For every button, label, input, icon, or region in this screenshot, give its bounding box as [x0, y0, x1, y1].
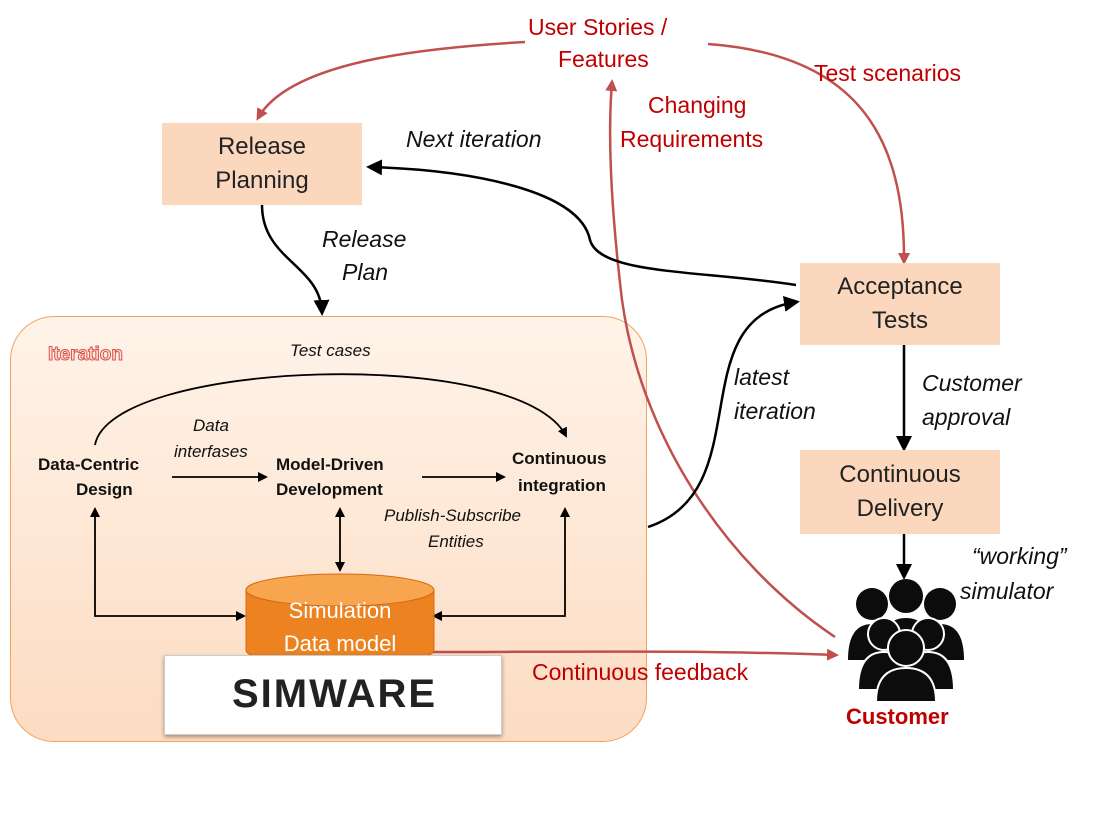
simulation-label-line1: Simulation — [288, 598, 392, 623]
pubsub-label-line1: Publish-Subscribe — [384, 506, 522, 525]
continuous-delivery-line2: Delivery — [856, 495, 944, 522]
arrow-stories-to-release-planning — [256, 40, 526, 121]
customer-group-icon — [848, 579, 964, 703]
arrow-ci-to-sim — [432, 507, 570, 621]
data-centric-design-line2: Design — [76, 480, 133, 499]
next-iteration-label: Next iteration — [406, 126, 542, 152]
model-driven-line1: Model-Driven — [276, 455, 384, 474]
simware-logo-text: SIMWARE — [232, 672, 438, 716]
arrow-customer-to-stories — [605, 79, 836, 639]
model-driven-line2: Development — [276, 480, 383, 499]
continuous-delivery-line1: Continuous — [839, 461, 961, 488]
arrow-release-plan — [260, 204, 330, 316]
continuous-integration-line2: integration — [518, 476, 606, 495]
continuous-integration-line1: Continuous — [512, 449, 607, 468]
simware-logo-plate — [164, 655, 502, 735]
customer-approval-label-line2: approval — [922, 404, 1011, 430]
arrow-continuous-feedback — [427, 648, 839, 661]
user-stories-label-line2: Features — [558, 46, 649, 72]
acceptance-tests-line2: Tests — [871, 307, 928, 334]
user-stories-label-line1: User Stories / — [528, 14, 668, 40]
pubsub-label-line2: Entities — [428, 532, 484, 551]
arrow-stories-to-acceptance — [707, 42, 911, 265]
changing-requirements-label-line2: Requirements — [620, 126, 764, 152]
data-centric-design-line1: Data-Centric — [38, 455, 140, 474]
release-planning-line2: Planning — [215, 167, 309, 194]
customer-label: Customer — [846, 704, 949, 729]
simulation-cylinder — [245, 573, 435, 667]
simulation-label-line2: Data model — [283, 631, 397, 656]
data-interfaces-label-line1: Data — [193, 416, 229, 435]
continuous-feedback-label: Continuous feedback — [532, 659, 749, 685]
release-plan-label-line2: Plan — [342, 259, 389, 285]
arrow-next-iteration — [366, 159, 797, 287]
test-cases-label: Test cases — [290, 341, 371, 360]
release-plan-label-line1: Release — [322, 226, 407, 252]
iteration-title: Iteration — [48, 344, 124, 366]
release-planning-line1: Release — [217, 133, 307, 160]
latest-iteration-label-line1: latest — [734, 364, 789, 390]
changing-requirements-label-line1: Changing — [648, 92, 747, 118]
acceptance-tests-line1: Acceptance — [837, 273, 963, 300]
arrow-test-cases — [94, 373, 567, 446]
working-simulator-label-line1: “working” — [972, 543, 1067, 569]
test-scenarios-label: Test scenarios — [814, 60, 962, 86]
data-interfaces-label-line2: interfases — [174, 442, 248, 461]
arrow-latest-iteration — [647, 295, 800, 529]
working-simulator-label-line2: simulator — [960, 578, 1054, 604]
latest-iteration-label-line2: iteration — [734, 398, 816, 424]
arrow-dc-to-sim — [90, 507, 246, 621]
customer-approval-label-line1: Customer — [922, 370, 1022, 396]
